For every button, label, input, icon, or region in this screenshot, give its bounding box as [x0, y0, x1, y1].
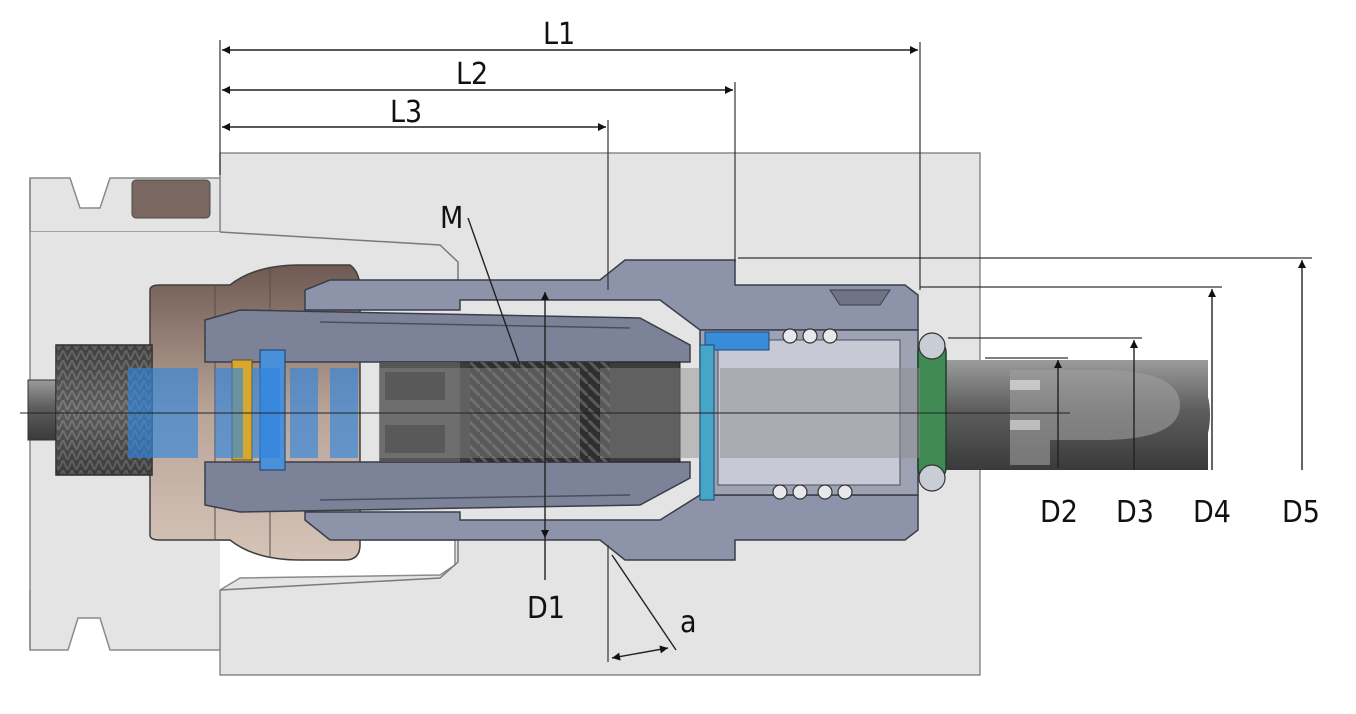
label-d2: D2	[1040, 495, 1078, 530]
diameter-dimensions	[738, 257, 1312, 470]
length-dimensions	[219, 40, 921, 290]
spring-bottom	[772, 484, 853, 500]
angle-dimension	[607, 545, 677, 662]
o-ring-seal	[917, 332, 947, 492]
label-angle-a: a	[680, 605, 697, 640]
label-l1: L1	[543, 17, 575, 52]
label-l3: L3	[390, 95, 422, 130]
label-l2: L2	[456, 57, 488, 92]
threaded-stem	[27, 344, 153, 476]
label-d1: D1	[527, 591, 565, 626]
internal-thread	[379, 361, 681, 463]
m-leader	[467, 217, 521, 366]
label-d4: D4	[1193, 495, 1231, 530]
label-d5: D5	[1282, 495, 1320, 530]
spring-top	[782, 328, 838, 344]
label-m: M	[440, 201, 463, 236]
label-d3: D3	[1116, 495, 1154, 530]
